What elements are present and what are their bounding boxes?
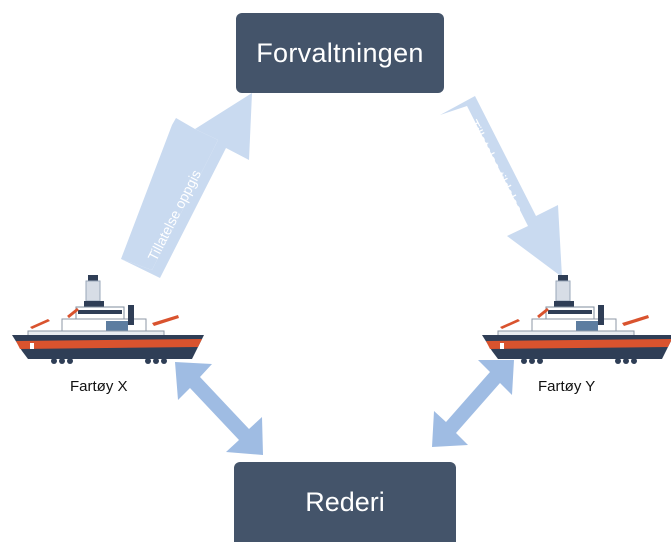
shipowner-box: Rederi	[234, 462, 456, 542]
arrow-permit-granted-label: Tillatelse tildeles	[465, 117, 526, 215]
vessel-y-label: Fartøy Y	[538, 378, 596, 395]
vessel-x-label: Fartøy X	[70, 378, 128, 395]
shipowner-label: Rederi	[305, 486, 385, 517]
management-box: Forvaltningen	[236, 13, 444, 93]
arrow-permit-surrendered	[121, 93, 252, 278]
management-label: Forvaltningen	[256, 37, 424, 68]
double-arrow-vessel-y-shipowner	[432, 360, 514, 447]
vessel-x-ship-icon	[10, 273, 206, 366]
arrow-permit-granted	[440, 96, 562, 277]
double-arrow-vessel-x-shipowner	[175, 362, 263, 455]
vessel-y-ship-icon	[480, 273, 671, 366]
